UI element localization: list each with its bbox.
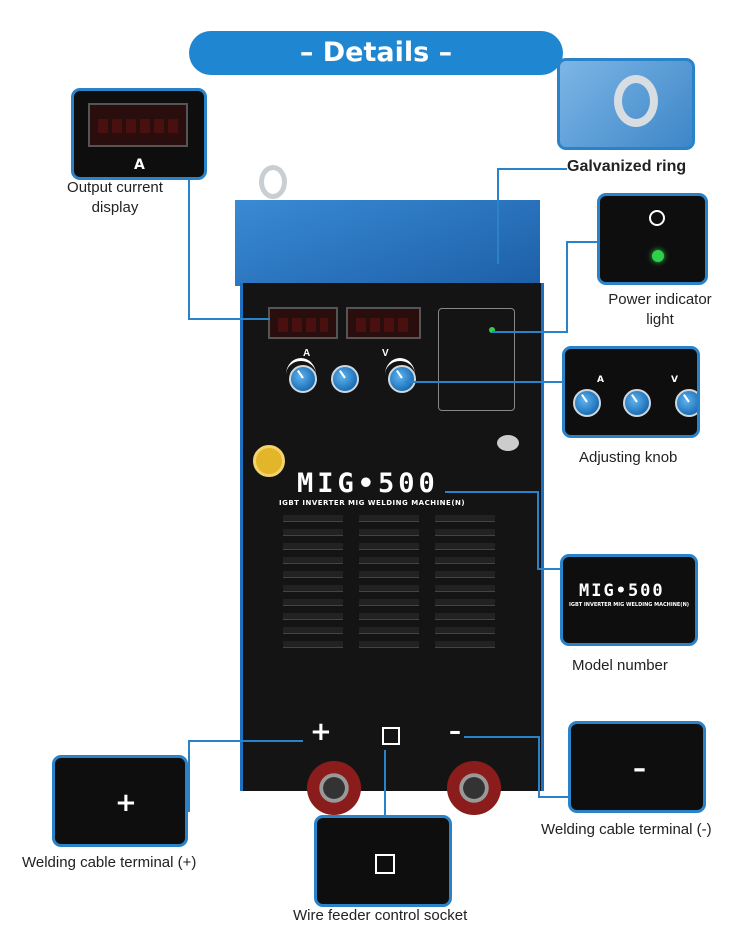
gauge-icon — [649, 210, 665, 226]
wire-socket-thumb-icon — [375, 854, 395, 874]
wheel-left — [307, 761, 361, 815]
output-display-label: Output current display — [67, 179, 163, 216]
welding-machine: A V MIG•500 IGBT INVERTER MIG WELDING MA… — [235, 165, 545, 815]
knob-thumb-v: V — [671, 375, 678, 385]
knob-arc-a — [286, 358, 316, 391]
model-thumb-subtext: IGBT INVERTER MIG WELDING MACHINE(N) — [569, 602, 690, 608]
machine-model-text: MIG•500 — [297, 468, 439, 499]
minus-thumb-glyph: – — [633, 754, 646, 784]
ring-thumb — [557, 58, 695, 150]
machine-subtitle: IGBT INVERTER MIG WELDING MACHINE(N) — [279, 499, 466, 507]
voltmeter-display — [346, 307, 421, 339]
details-banner: – Details – — [189, 31, 563, 75]
model-label: Model number — [572, 657, 668, 674]
model-thumb: MIG•500 IGBT INVERTER MIG WELDING MACHIN… — [560, 554, 698, 646]
minus-terminal-symbol[interactable]: – — [449, 717, 461, 745]
knob-thumb: A V — [562, 346, 700, 438]
current-knob[interactable] — [289, 365, 317, 393]
ring-icon — [614, 75, 658, 127]
chassis-top — [235, 200, 540, 286]
knob-label-v: V — [382, 348, 389, 359]
power-thumb — [597, 193, 708, 285]
model-thumb-text: MIG•500 — [579, 581, 665, 601]
eye-bolt-left — [259, 165, 287, 199]
knob-label-a: A — [303, 348, 311, 359]
minus-terminal-label: Welding cable terminal (-) — [541, 821, 712, 838]
voltage-knob[interactable] — [388, 365, 416, 393]
wheel-right — [447, 761, 501, 815]
inductance-knob[interactable] — [331, 365, 359, 393]
wire-socket-thumb — [314, 815, 452, 907]
medal-icon — [253, 445, 285, 477]
output-display-glyph: A — [134, 157, 145, 173]
ring-label: Galvanized ring — [567, 158, 687, 175]
minus-thumb: – — [568, 721, 706, 813]
vent-grille — [283, 515, 495, 675]
power-led-small — [489, 327, 495, 333]
plus-thumb: + — [52, 755, 188, 847]
knob-arc-v — [385, 358, 415, 391]
output-display-thumb: A — [71, 88, 207, 180]
plus-terminal-label: Welding cable terminal (+) — [22, 854, 197, 871]
knob-thumb-a: A — [597, 375, 604, 385]
wire-socket-label: Wire feeder control socket — [293, 907, 468, 924]
plus-thumb-glyph: + — [115, 788, 137, 818]
power-label: Power indicator light — [608, 291, 712, 328]
control-plate — [438, 308, 515, 411]
ammeter-display — [268, 307, 338, 339]
wire-socket-icon[interactable] — [382, 727, 400, 745]
ccc-logo — [497, 435, 519, 451]
power-indicator-light — [652, 250, 664, 262]
plus-terminal-symbol[interactable]: + — [310, 717, 332, 747]
knob-label: Adjusting knob — [579, 449, 678, 466]
